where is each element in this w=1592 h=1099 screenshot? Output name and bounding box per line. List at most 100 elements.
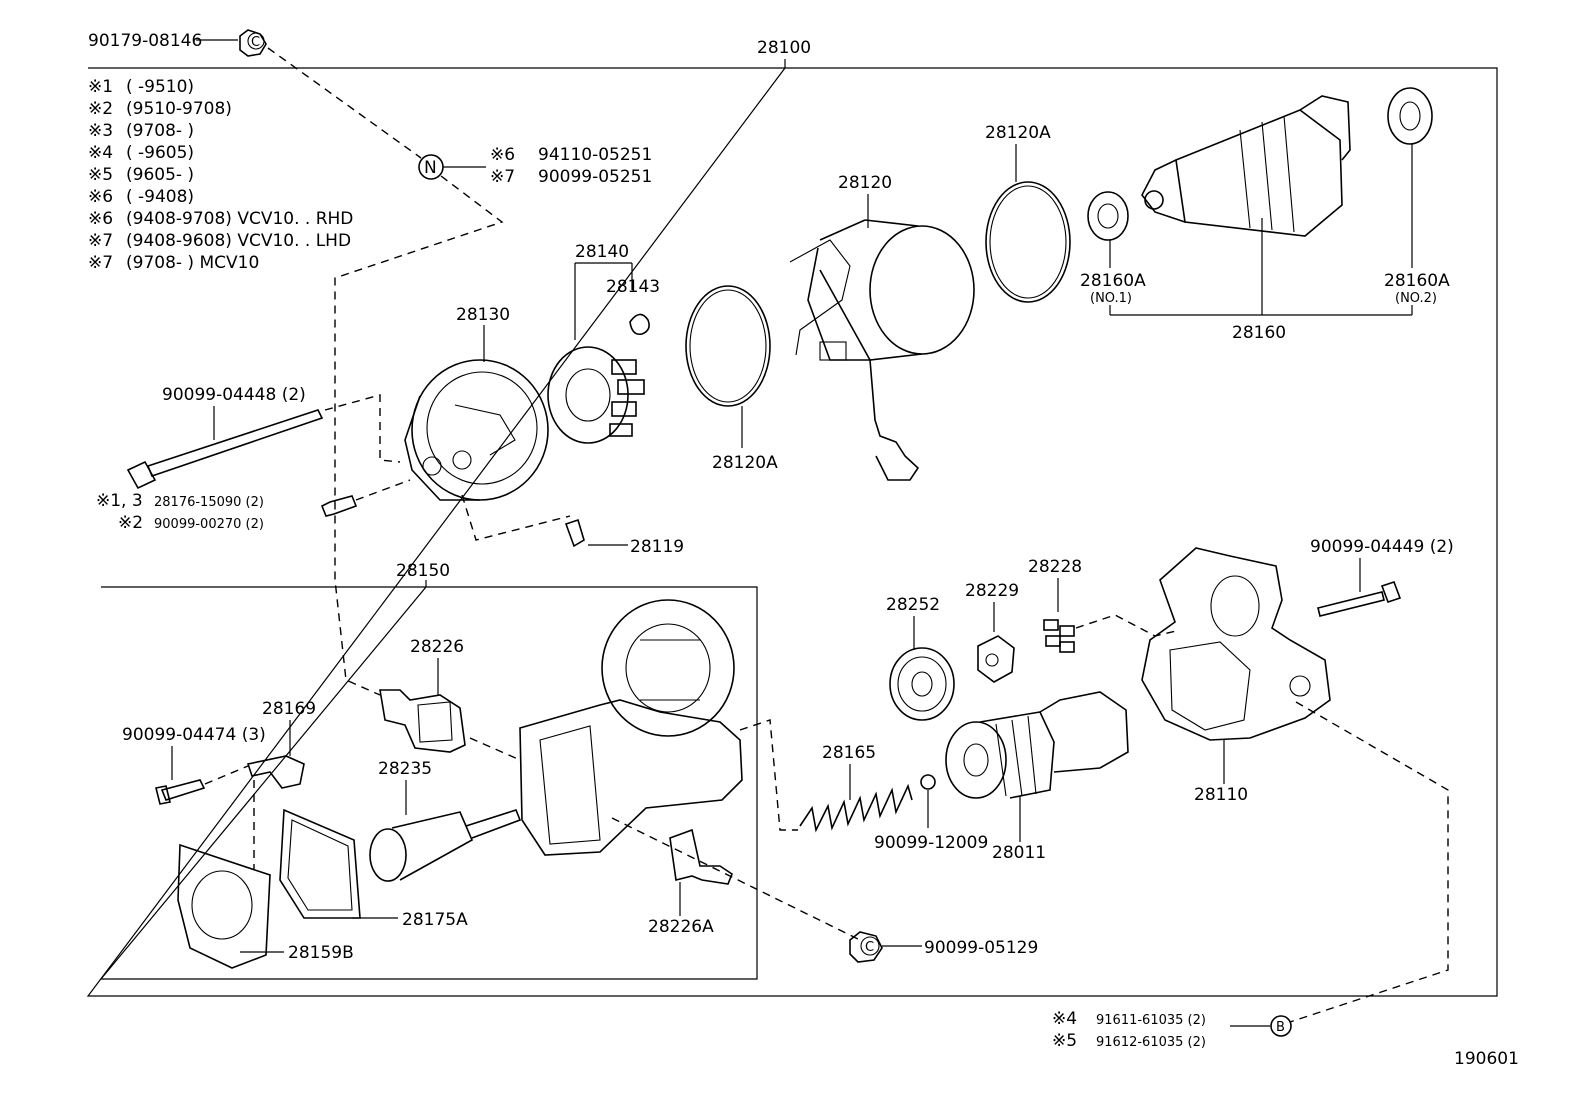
- armature-28160-icon: [1141, 95, 1351, 237]
- screw-refs: ※1, 3 28176-15090 (2) ※2 90099-00270 (2): [96, 491, 264, 533]
- note-item: ※7 (9408-9608) VCV10. . LHD: [88, 231, 351, 251]
- part-28159b-label: 28159B: [288, 943, 354, 963]
- svg-text:( -9408): ( -9408): [126, 187, 194, 207]
- svg-text:(9708- ): (9708- ): [126, 121, 194, 141]
- svg-text:C: C: [251, 35, 260, 50]
- svg-text:(9605- ): (9605- ): [126, 165, 194, 185]
- bolt-04474-icon: [155, 779, 206, 805]
- o-ring-28120a-top-icon: [985, 181, 1071, 303]
- gear-28252-icon: [889, 647, 955, 721]
- notes-list: ※1( -9510) ※2(9510-9708) ※3(9708- ) ※4( …: [88, 77, 353, 273]
- svg-text:※6: ※6: [88, 209, 113, 229]
- part-28229-label: 28229: [965, 581, 1019, 601]
- part-28011-label: 28011: [992, 843, 1046, 863]
- part-90099-12009-label: 90099-12009: [874, 833, 988, 853]
- o-ring-28120a-bottom-icon: [685, 285, 771, 407]
- svg-text:※5: ※5: [88, 165, 113, 185]
- svg-text:C: C: [865, 940, 874, 955]
- svg-text:※3: ※3: [88, 121, 113, 141]
- part-28130-label: 28130: [456, 305, 510, 325]
- clutch-28011-icon: [945, 691, 1129, 799]
- note-item: ※6 (9408-9708) VCV10. . RHD: [88, 209, 353, 229]
- part-28226-label: 28226: [410, 637, 464, 657]
- svg-text:※4: ※4: [1052, 1009, 1077, 1029]
- svg-text:(9708- ) MCV10: (9708- ) MCV10: [126, 253, 259, 273]
- note-item: ※7 (9708- ) MCV10: [88, 253, 259, 273]
- part-90099-04474-label: 90099-04474 (3): [122, 725, 266, 745]
- note-item: ※5 (9605- ): [88, 165, 194, 185]
- svg-text:※5: ※5: [1052, 1031, 1077, 1051]
- b-marker-icon: B: [1270, 1015, 1292, 1037]
- n-refs: ※6 94110-05251 ※7 90099-05251: [490, 145, 652, 187]
- note-item: ※6 ( -9408): [88, 187, 194, 207]
- svg-text:※1, 3: ※1, 3: [96, 491, 143, 511]
- part-28160a-no1-sub: (NO.1): [1090, 291, 1132, 306]
- spring-28143-icon: [629, 313, 650, 336]
- plunger-28235-icon: [369, 809, 522, 882]
- svg-text:※6: ※6: [490, 145, 515, 165]
- svg-text:94110-05251: 94110-05251: [538, 145, 652, 165]
- part-28160a-no1-label: 28160A: [1080, 271, 1146, 291]
- part-28235-label: 28235: [378, 759, 432, 779]
- svg-text:N: N: [424, 158, 437, 178]
- svg-text:91611-61035 (2): 91611-61035 (2): [1096, 1013, 1206, 1028]
- retainer-28229-icon: [977, 635, 1015, 683]
- svg-text:28176-15090 (2): 28176-15090 (2): [154, 495, 264, 510]
- contact-28226-icon: [379, 689, 466, 753]
- figure-id-label: 190601: [1454, 1049, 1519, 1069]
- part-28160a-no2-label: 28160A: [1384, 271, 1450, 291]
- svg-text:( -9510): ( -9510): [126, 77, 194, 97]
- brush-holder-28140-icon: [547, 346, 645, 444]
- svg-text:※7: ※7: [88, 253, 113, 273]
- housing-28110-icon: [1141, 547, 1331, 741]
- end-cover-28130-icon: [404, 359, 549, 501]
- svg-text:91612-61035 (2): 91612-61035 (2): [1096, 1035, 1206, 1050]
- svg-text:B: B: [1276, 1020, 1285, 1035]
- part-28165-label: 28165: [822, 743, 876, 763]
- rollers-28228-icon: [1043, 619, 1075, 653]
- clip-28169-icon: [246, 755, 305, 789]
- part-28110-label: 28110: [1194, 785, 1248, 805]
- yoke-28120-icon: [789, 219, 975, 481]
- part-28226a-label: 28226A: [648, 917, 714, 937]
- svg-text:(9408-9708) VCV10. . RHD: (9408-9708) VCV10. . RHD: [126, 209, 353, 229]
- part-28252-label: 28252: [886, 595, 940, 615]
- note-item: ※2(9510-9708): [88, 99, 232, 119]
- svg-text:90099-00270 (2): 90099-00270 (2): [154, 517, 264, 532]
- svg-text:(9408-9608) VCV10. . LHD: (9408-9608) VCV10. . LHD: [126, 231, 351, 251]
- part-28143-label: 28143: [606, 277, 660, 297]
- nut-c-05129-icon: C: [849, 931, 883, 963]
- part-28120a-top-label: 28120A: [985, 123, 1051, 143]
- svg-text:※7: ※7: [490, 167, 515, 187]
- note-item: ※4( -9605): [88, 143, 194, 163]
- part-90179-08146-label: 90179-08146: [88, 31, 202, 51]
- part-28228-label: 28228: [1028, 557, 1082, 577]
- gasket-28175a-icon: [279, 808, 361, 919]
- part-28140-label: 28140: [575, 242, 629, 262]
- spring-28165-icon: [799, 783, 913, 833]
- subassembly-frame-28150: [99, 580, 758, 980]
- svg-text:※1: ※1: [88, 77, 113, 97]
- svg-text:※4: ※4: [88, 143, 113, 163]
- note-item: ※3 (9708- ): [88, 121, 194, 141]
- part-28120-label: 28120: [838, 173, 892, 193]
- cap-nut-c-icon: C: [239, 29, 267, 57]
- part-28169-label: 28169: [262, 699, 316, 719]
- part-28160-label: 28160: [1232, 323, 1286, 343]
- part-90099-04449-label: 90099-04449 (2): [1310, 537, 1454, 557]
- part-90099-05129-label: 90099-05129: [924, 938, 1038, 958]
- part-28150-label: 28150: [396, 561, 450, 581]
- ball-12009-icon: [920, 774, 936, 790]
- part-28160a-no2-sub: (NO.2): [1395, 291, 1437, 306]
- note-item: ※1 ( -9510): [88, 77, 194, 97]
- switch-housing-icon: [519, 599, 743, 856]
- screw-icon: [320, 495, 358, 517]
- terminal-28119-icon: [564, 518, 585, 548]
- svg-text:※7: ※7: [88, 231, 113, 251]
- svg-text:※2: ※2: [118, 513, 143, 533]
- svg-text:※6: ※6: [88, 187, 113, 207]
- contact-28226a-icon: [669, 828, 733, 885]
- svg-text:(9510-9708): (9510-9708): [126, 99, 232, 119]
- part-90099-04448-label: 90099-04448 (2): [162, 385, 306, 405]
